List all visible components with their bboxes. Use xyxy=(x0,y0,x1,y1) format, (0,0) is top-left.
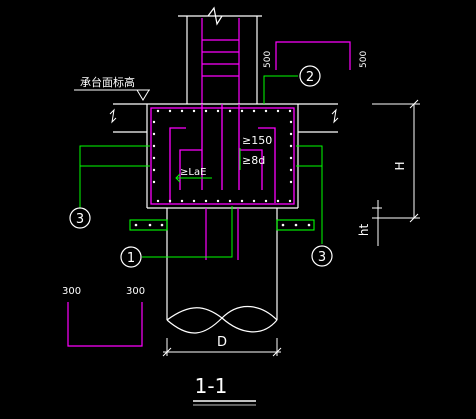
ground-break-right xyxy=(331,108,339,124)
elevation-marker xyxy=(74,89,150,101)
callout-3-left: 3 xyxy=(69,207,91,229)
rebar-dot xyxy=(228,109,232,113)
dim-h-label: H xyxy=(393,161,407,170)
rebar-dot xyxy=(168,109,172,113)
rebar-dot xyxy=(289,144,293,148)
rebar-dot xyxy=(152,132,156,136)
rebar-dots xyxy=(152,109,293,203)
cap-rebar xyxy=(150,104,295,205)
rebar-dot xyxy=(216,199,220,203)
dim-h xyxy=(372,99,420,246)
rebar-dot xyxy=(152,180,156,184)
rebar-dot xyxy=(252,199,256,203)
callout-3-right-text: 3 xyxy=(318,250,326,265)
rebar-dot xyxy=(156,199,160,203)
rebar-dot xyxy=(289,156,293,160)
column-rebar xyxy=(201,18,240,104)
lap-length-label: ≥LaE xyxy=(180,167,206,178)
bar-shape-500 xyxy=(275,41,351,70)
rebar-dot xyxy=(156,109,160,113)
rebar-dot xyxy=(216,109,220,113)
rebar-dot xyxy=(264,109,268,113)
dim-500-b: 500 xyxy=(359,51,369,68)
section-title: 1-1 xyxy=(195,374,228,398)
dim-300-b: 300 xyxy=(126,286,145,297)
side-ring-left xyxy=(129,219,168,231)
rebar-dot xyxy=(288,109,292,113)
leader-3-left xyxy=(79,145,150,208)
rebar-dot xyxy=(276,109,280,113)
rebar-dot xyxy=(289,120,293,124)
dim-500-a: 500 xyxy=(263,51,273,68)
cap-top-elevation-label: 承台面标高 xyxy=(80,75,135,89)
rebar-dot xyxy=(240,109,244,113)
dim-d xyxy=(162,338,282,357)
side-ring-right xyxy=(276,219,315,231)
callout-1-text: 1 xyxy=(127,251,135,266)
rebar-dot xyxy=(192,199,196,203)
dim-300-a: 300 xyxy=(62,286,81,297)
leader-3-right xyxy=(296,145,323,244)
rebar-dot xyxy=(204,199,208,203)
dim-d-label: D xyxy=(217,335,227,350)
rebar-dot xyxy=(168,199,172,203)
ground-break-left xyxy=(109,108,117,124)
rebar-dot xyxy=(276,199,280,203)
bar-shape-300 xyxy=(67,302,143,347)
rebar-dot xyxy=(180,109,184,113)
rebar-dot xyxy=(289,180,293,184)
rebar-dot xyxy=(152,120,156,124)
rebar-dot xyxy=(192,109,196,113)
leader-1 xyxy=(142,206,233,258)
rebar-dot xyxy=(240,199,244,203)
rebar-dot xyxy=(152,156,156,160)
rebar-dot xyxy=(152,144,156,148)
lap-arrow xyxy=(175,173,212,183)
rebar-dot xyxy=(152,168,156,172)
side-ring-dots xyxy=(134,223,311,227)
min8d-label: ≥8d xyxy=(242,154,265,167)
callout-1: 1 xyxy=(120,246,142,268)
rebar-dot xyxy=(288,199,292,203)
ground-line xyxy=(113,103,338,133)
callout-2: 2 xyxy=(299,65,321,87)
dim-ht-label: ht xyxy=(357,224,371,237)
rebar-dot xyxy=(180,199,184,203)
min150-label: ≥150 xyxy=(242,134,272,147)
rebar-dot xyxy=(289,132,293,136)
rebar-dot xyxy=(289,168,293,172)
rebar-dot xyxy=(204,109,208,113)
pile xyxy=(166,208,278,334)
rebar-dot xyxy=(228,199,232,203)
leader-2 xyxy=(263,75,298,104)
rebar-dot xyxy=(264,199,268,203)
callout-3-left-text: 3 xyxy=(76,212,84,227)
callout-2-text: 2 xyxy=(306,70,314,85)
callout-3-right: 3 xyxy=(311,245,333,267)
column xyxy=(178,6,262,104)
rebar-dot xyxy=(252,109,256,113)
pile-rebar xyxy=(205,208,239,260)
